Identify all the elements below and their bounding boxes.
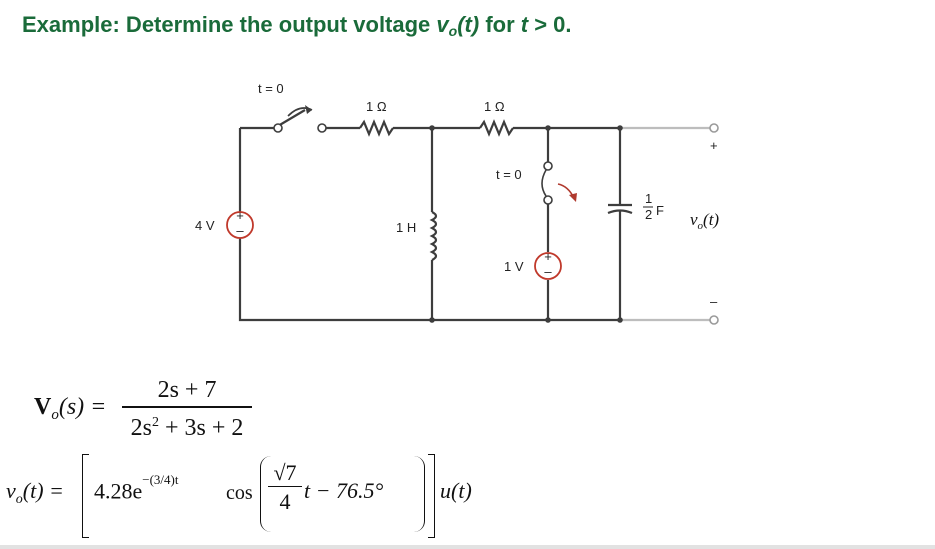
- switch1-arrow-head: [305, 105, 312, 114]
- node-dot: [429, 317, 435, 323]
- inductor: [429, 211, 438, 261]
- switch1-label: t = 0: [258, 81, 284, 96]
- switch1-contact-a: [273, 123, 283, 133]
- switch2-label: t = 0: [496, 167, 522, 182]
- title-prefix: Example: Determine the output voltage: [22, 12, 437, 37]
- r1-label: 1 Ω: [366, 99, 387, 114]
- resistor-r1: [359, 119, 394, 137]
- eq1-lhs-arg: (s) =: [58, 394, 107, 420]
- eq2-cos: cos: [226, 482, 253, 504]
- eq1-denominator: 2s2 + 3s + 2: [122, 408, 252, 441]
- eq2-exp: −(3/4)t: [142, 472, 179, 487]
- eq2-right-bracket: [428, 454, 435, 538]
- eq2-lhs-arg: (t) =: [22, 478, 64, 503]
- output-sub: o: [698, 220, 704, 232]
- source2-plus: +: [544, 249, 552, 264]
- switch1-contact-b: [317, 123, 327, 133]
- title-t: t: [520, 12, 529, 37]
- capacitor-denominator: 2: [645, 207, 652, 222]
- output-minus: –: [710, 294, 718, 309]
- eq2-tail: u(t): [440, 478, 472, 503]
- output-terminal-top: [709, 123, 719, 133]
- output-v: v: [690, 210, 698, 229]
- title-mid: for: [479, 12, 521, 37]
- switch1-blade: [277, 109, 306, 127]
- eq1-fraction-bar: [122, 406, 252, 408]
- output-plus: +: [710, 138, 718, 153]
- capacitor-unit: F: [656, 203, 664, 218]
- equation-vo-t: vo(t) = 4.28e−(3/4)t cos √7 4 t − 76.5° …: [6, 452, 506, 542]
- node-dot: [617, 317, 623, 323]
- title-arg: (t): [457, 12, 480, 37]
- source2-minus: –: [544, 264, 552, 279]
- wire-r1-to-node: [393, 126, 434, 212]
- eq2-right-paren: [414, 456, 425, 532]
- wire-r2-to-cap: [513, 126, 622, 205]
- title-v: v: [436, 12, 449, 37]
- r2-label: 1 Ω: [484, 99, 505, 114]
- resistor-r2: [479, 119, 514, 137]
- eq1-den-exp: 2: [151, 414, 159, 430]
- title-sub: o: [448, 23, 458, 39]
- eq2-left-bracket: [82, 454, 89, 538]
- switch2-contact-bottom: [543, 195, 553, 205]
- node-dot: [617, 125, 623, 131]
- switch2-arrow-head: [569, 193, 577, 202]
- output-voltage-label: vo(t): [690, 210, 719, 232]
- page-title: Example: Determine the output voltage vo…: [22, 12, 572, 39]
- eq1-numerator: 2s + 7: [157, 377, 217, 403]
- eq1-lhs-sub: o: [51, 407, 59, 423]
- source1-minus: –: [236, 223, 244, 238]
- inductor-label: 1 H: [396, 220, 416, 235]
- eq2-frac-num: √7: [268, 460, 302, 487]
- eq1-lhs-bold: V: [34, 394, 52, 420]
- switch2-contact-top: [543, 161, 553, 171]
- source1-plus: +: [236, 208, 244, 223]
- capacitor-bottom-plate: [607, 209, 633, 215]
- source2-label: 1 V: [504, 259, 524, 274]
- eq2-left-paren: [260, 456, 271, 532]
- eq1-den-rest: + 3s + 2: [158, 414, 244, 441]
- eq2-frac-den: 4: [279, 489, 291, 514]
- eq1-den-a: 2s: [130, 414, 152, 441]
- eq2-after-frac: t − 76.5°: [304, 478, 384, 503]
- voltage-source-4v: [226, 211, 254, 239]
- output-arg: (t): [703, 210, 719, 229]
- capacitor-numerator: 1: [645, 191, 652, 206]
- node-dot: [545, 125, 551, 131]
- node-dot: [429, 125, 435, 131]
- eq2-coef: 4.28e: [94, 478, 143, 504]
- left-wire: [238, 128, 620, 322]
- source1-label: 4 V: [195, 218, 215, 233]
- eq2-fraction: √7 4: [268, 460, 302, 514]
- eq2-lhs: v: [6, 478, 16, 503]
- voltage-source-1v: [534, 252, 562, 280]
- node-dot: [545, 317, 551, 323]
- output-terminal-bottom: [709, 315, 719, 325]
- title-cond: > 0.: [528, 12, 572, 37]
- switch2-blade: [541, 169, 547, 197]
- bottom-divider: [0, 545, 935, 549]
- eq1-fraction: 2s + 7 2s2 + 3s + 2: [122, 376, 252, 441]
- eq2-lhs-sub: o: [15, 492, 23, 507]
